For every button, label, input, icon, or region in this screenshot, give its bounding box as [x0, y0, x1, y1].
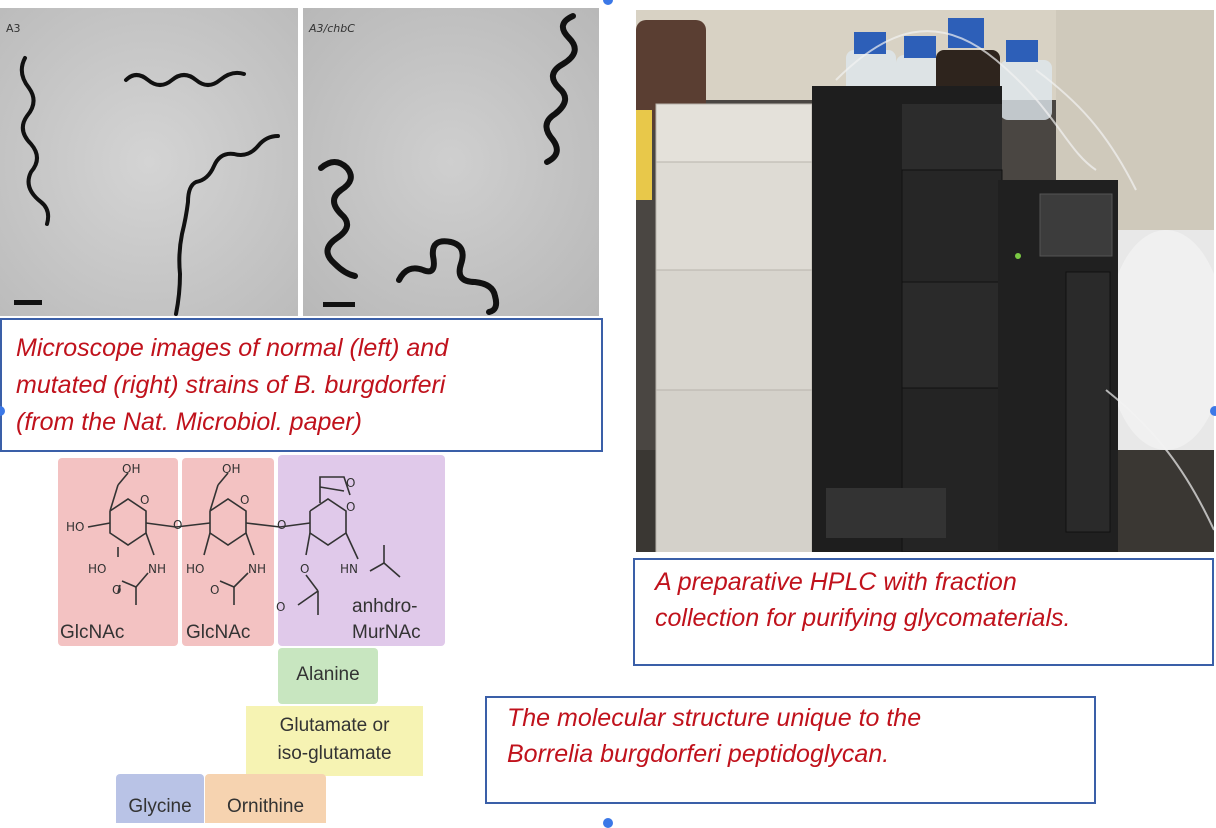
alanine-label: Alanine — [296, 664, 360, 685]
atom-o-ring-2: O — [240, 493, 250, 507]
glcnac-label-2: GlcNAc — [186, 622, 251, 643]
atom-o-ether: O — [300, 562, 310, 576]
hplc-photo — [636, 10, 1214, 552]
glycine-label: Glycine — [128, 796, 192, 817]
atom-o-lactyl: O — [276, 600, 286, 614]
glcnac-box-2 — [182, 458, 274, 646]
atom-o-ring-1: O — [140, 493, 150, 507]
atom-nh-1: NH — [148, 562, 166, 576]
spirochete-mutant-graphic — [303, 8, 599, 316]
atom-o-anhydro-2: O — [346, 500, 356, 514]
murnac-label-line-2: MurNAc — [352, 622, 421, 643]
atom-ho-3: HO — [186, 562, 205, 576]
panel-label-left: A3 — [6, 22, 21, 35]
atom-oh-2: OH — [222, 462, 241, 476]
atom-o-bridge-1: O — [173, 518, 183, 532]
selection-handle-top[interactable] — [603, 0, 613, 5]
microscope-image-mutant: A3/chbC — [303, 8, 599, 316]
selection-handle-left[interactable] — [0, 406, 5, 416]
hplc-caption-line-1: A preparative HPLC with fraction — [655, 568, 1017, 596]
atom-ho-1: HO — [66, 520, 85, 534]
microscope-caption-line-2: mutated (right) strains of B. burgdorfer… — [16, 371, 446, 399]
molecule-caption-line-2: Borrelia burgdorferi peptidoglycan. — [507, 740, 890, 768]
atom-ho-2: HO — [88, 562, 107, 576]
hplc-caption-box[interactable]: A preparative HPLC with fraction collect… — [633, 558, 1214, 666]
ornithine-label: Ornithine — [226, 796, 305, 817]
glcnac-label-1: GlcNAc — [60, 622, 125, 643]
microscope-caption-box[interactable]: Microscope images of normal (left) and m… — [0, 318, 603, 452]
atom-o-carbonyl-1: O — [112, 583, 122, 597]
murnac-label-line-1: anhdro- — [352, 596, 418, 617]
panel-label-right: A3/chbC — [309, 22, 355, 35]
atom-hn: HN — [340, 562, 358, 576]
molecule-caption-box[interactable]: The molecular structure unique to the Bo… — [485, 696, 1096, 804]
selection-handle-right[interactable] — [1210, 406, 1216, 416]
selection-handle-bottom[interactable] — [603, 818, 613, 828]
atom-oh-1: OH — [122, 462, 141, 476]
molecule-bonds-graphic — [87, 472, 401, 615]
molecule-caption-line-1: The molecular structure unique to the — [507, 704, 922, 732]
alanine-box: Alanine — [278, 648, 378, 704]
microscope-image-normal: A3 — [0, 8, 298, 316]
hplc-caption-line-2: collection for purifying glycomaterials. — [655, 604, 1071, 632]
atom-nh-2: NH — [248, 562, 266, 576]
glycine-box: Glycine — [116, 774, 204, 823]
atom-o-carbonyl-2: O — [210, 583, 220, 597]
ornithine-box: Ornithine — [205, 774, 326, 823]
murnac-box — [278, 455, 445, 646]
atom-o-anhydro-1: O — [346, 476, 356, 490]
glutamate-label-line-2: iso-glutamate — [277, 743, 392, 764]
microscope-caption-line-3: (from the Nat. Microbiol. paper) — [16, 408, 362, 436]
glutamate-label-line-1: Glutamate or — [279, 715, 390, 736]
microscope-caption-line-1: Microscope images of normal (left) and — [16, 334, 449, 362]
glutamate-box: Glutamate or iso-glutamate — [246, 706, 423, 776]
spirochete-normal-graphic — [0, 8, 298, 316]
atom-o-bridge-2: O — [277, 518, 287, 532]
hplc-instrument-graphic — [636, 10, 1214, 552]
